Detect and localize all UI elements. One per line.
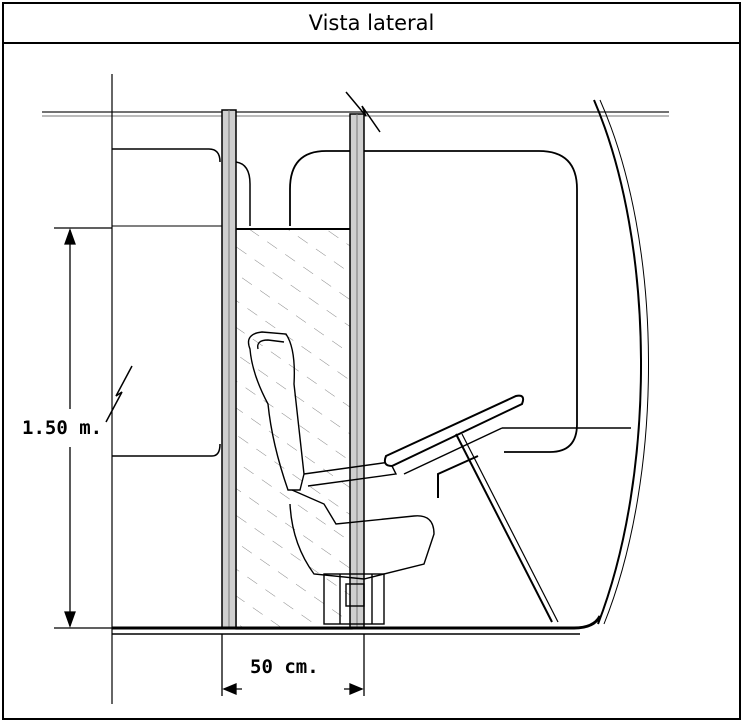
cab-side-view-drawing: 1.50 m. 50 cm.	[22, 74, 669, 704]
steering-column	[455, 433, 553, 623]
width-dimension	[221, 634, 365, 696]
driver-seat	[247, 331, 435, 625]
steering-wheel	[383, 394, 559, 623]
front-body-curve-outer	[593, 99, 642, 625]
rear-window-upper	[112, 148, 221, 163]
width-dimension-label: 50 cm.	[250, 656, 319, 678]
floor-line	[112, 615, 602, 630]
rear-window-lower	[112, 443, 221, 457]
front-body-curve-inner	[599, 99, 649, 625]
break-symbol-left	[105, 365, 133, 423]
break-symbol-top	[345, 91, 381, 133]
diagram-title: Vista lateral	[4, 4, 739, 44]
front-side-window	[289, 150, 578, 453]
height-dimension	[54, 227, 112, 629]
height-dimension-label: 1.50 m.	[22, 417, 102, 439]
small-window	[235, 161, 251, 226]
glass-partition	[235, 228, 353, 630]
